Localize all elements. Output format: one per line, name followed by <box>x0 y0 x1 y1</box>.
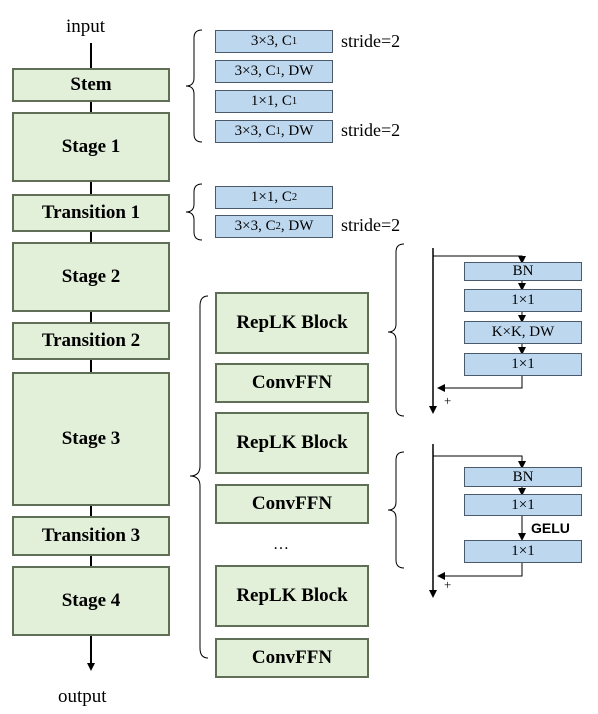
replk-op-kxk-dw: K×K, DW <box>464 321 582 344</box>
convffn-block-2: ConvFFN <box>215 484 369 524</box>
stage-transition-3: Transition 3 <box>12 516 170 556</box>
brace-replk-detail <box>387 243 405 417</box>
replk-op-bn: BN <box>464 262 582 281</box>
convffn-plus: + <box>444 577 452 592</box>
replk-branch-in <box>433 255 526 264</box>
stage-stem: Stem <box>12 68 170 102</box>
transition-op-1-text: 1×1, C <box>250 189 292 205</box>
convffn-block-3: ConvFFN <box>215 638 369 678</box>
convffn-branch-out <box>437 563 523 580</box>
stem-op-4-text: 3×3, C <box>234 123 276 139</box>
replk-block-2: RepLK Block <box>215 412 369 474</box>
convffn-branch-in <box>433 455 526 469</box>
replk-branch-out <box>437 376 523 392</box>
stem-op-1-text: 3×3, C <box>250 33 292 49</box>
output-label: output <box>58 686 107 707</box>
replk-op-1x1-b: 1×1 <box>464 353 582 376</box>
convffn-op-bn: BN <box>464 467 582 487</box>
replk-op-1x1-a: 1×1 <box>464 289 582 312</box>
convffn-op-1x1-b: 1×1 <box>464 540 582 563</box>
stem-op-4-stride: stride=2 <box>341 120 401 140</box>
convffn-block-1: ConvFFN <box>215 363 369 403</box>
brace-stem <box>185 29 203 143</box>
stage-1: Stage 1 <box>12 112 170 182</box>
brace-stage <box>189 295 209 659</box>
brace-convffn-detail <box>387 451 405 569</box>
stem-op-2-text: 3×3, C <box>234 63 276 79</box>
stem-op-3-text: 1×1, C <box>250 93 292 109</box>
stem-op-1-stride: stride=2 <box>341 31 401 51</box>
replk-block-1: RepLK Block <box>215 292 369 354</box>
stem-op-2-suffix: , DW <box>280 63 314 79</box>
stage-2: Stage 2 <box>12 242 170 312</box>
brace-transition <box>185 183 203 241</box>
stage-4: Stage 4 <box>12 566 170 636</box>
transition-op-2-text: 3×3, C <box>234 218 276 234</box>
stem-op-4-suffix: , DW <box>280 123 314 139</box>
ellipsis: … <box>273 536 289 553</box>
stage-transition-1: Transition 1 <box>12 194 170 232</box>
input-label: input <box>66 16 106 37</box>
stage-3: Stage 3 <box>12 372 170 506</box>
transition-op-2-suffix: , DW <box>280 218 314 234</box>
replk-plus: + <box>444 393 452 408</box>
transition-op-2-stride: stride=2 <box>341 215 401 235</box>
convffn-activation: GELU <box>531 520 570 536</box>
replk-block-3: RepLK Block <box>215 565 369 627</box>
stage-transition-2: Transition 2 <box>12 322 170 360</box>
convffn-op-1x1-a: 1×1 <box>464 494 582 516</box>
